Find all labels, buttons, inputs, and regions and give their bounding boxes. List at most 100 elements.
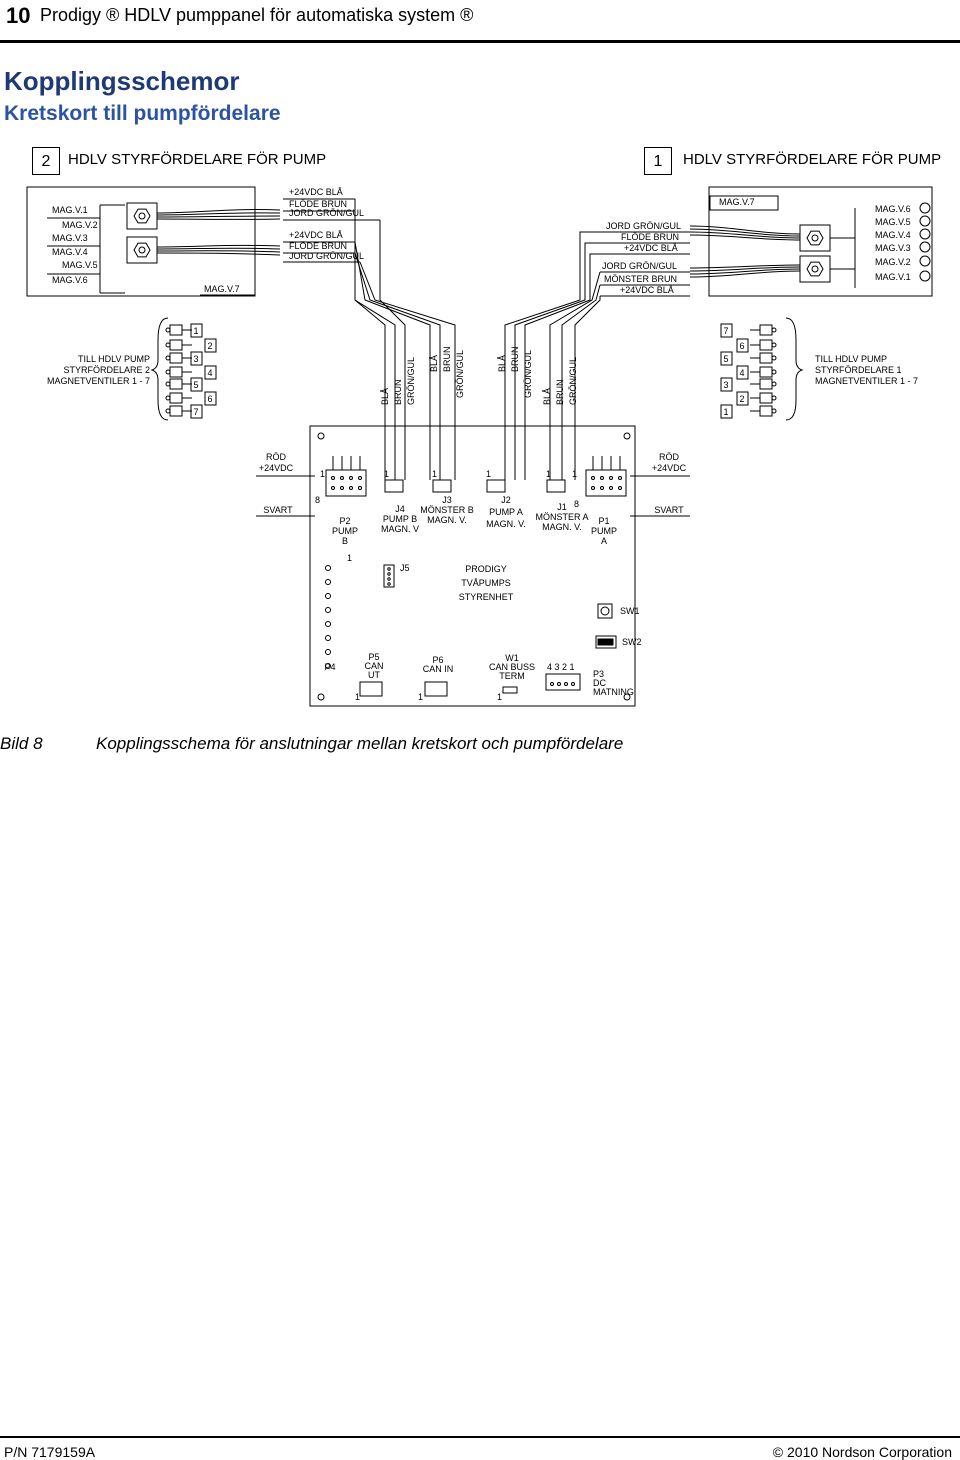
pin-end — [771, 355, 777, 361]
right-distributor-connector-pin — [759, 405, 773, 417]
j1-label: MÖNSTER A — [535, 512, 588, 522]
p4-terminal — [325, 565, 331, 571]
right-distributor-connector-num-box — [720, 351, 733, 366]
valve-indicator — [919, 202, 931, 214]
left-distributor-connector-number: 2 — [207, 341, 212, 351]
page-footer: P/N 7179159A © 2010 Nordson Corporation — [0, 1436, 960, 1460]
left-wire-label: FLÖDE BRUN — [289, 199, 347, 209]
valve-indicator — [919, 215, 931, 227]
pin-1-label: 1 — [320, 469, 325, 479]
p3-pin-numbers: 4 3 2 1 — [547, 662, 575, 672]
right-wire-label: MÖNSTER BRUN — [604, 274, 677, 284]
left-distributor-connector-pin — [169, 405, 183, 417]
sw1-label: SW1 — [620, 606, 640, 616]
right-distributor-connector-number: 1 — [723, 407, 728, 417]
left-distributor-connector-number: 5 — [193, 380, 198, 390]
left-wire — [156, 212, 281, 216]
vertical-wire-label: GRÖN/GUL — [455, 350, 465, 398]
pin-8-label: 8 — [574, 499, 579, 509]
part-number: P/N 7179159A — [4, 1444, 96, 1460]
j4-connector — [384, 479, 404, 493]
p4-terminal — [325, 607, 331, 613]
pin-8-label: 8 — [315, 495, 320, 505]
pin-1-label: 1 — [546, 469, 551, 479]
copyright: © 2010 Nordson Corporation — [772, 1444, 952, 1460]
right-distributor-connector-num-box — [720, 404, 733, 419]
p4-terminal — [325, 579, 331, 585]
pin-1-label: 1 — [497, 692, 502, 702]
right-distributor-label: HDLV STYRFÖRDELARE FÖR PUMP — [683, 151, 942, 168]
pin — [340, 476, 344, 480]
right-valve-label: MAG.V.1 — [875, 272, 911, 282]
dip-lever — [597, 638, 602, 646]
left-valve-label: MAG.V.1 — [52, 205, 88, 215]
left-connector-1 — [126, 202, 158, 230]
right-brace — [785, 317, 804, 421]
right-distributor-connector-num-box — [736, 338, 749, 353]
w1-label: TERM — [499, 671, 525, 681]
j2-label: MAGN. V. — [486, 519, 526, 529]
right-distributor-connector-pin — [759, 339, 773, 351]
wire-brown-left-a — [354, 211, 396, 420]
vertical-wire-label: BRUN — [555, 379, 565, 405]
black-wire-label: SVART — [263, 505, 293, 515]
pin — [618, 476, 622, 480]
vertical-wire-label: BLÅ — [497, 355, 507, 372]
left-distributor-connector-pin — [169, 339, 183, 351]
p1-label: P1 — [598, 516, 609, 526]
right-wire-label: +24VDC BLÅ — [624, 243, 678, 253]
left-wire-label: +24VDC BLÅ — [289, 230, 343, 240]
valve-indicator — [919, 255, 931, 267]
left-valve-label: MAG.V.2 — [62, 220, 98, 230]
p2-label: P2 — [339, 516, 350, 526]
pin-end — [771, 395, 777, 401]
pin-end — [771, 342, 777, 348]
left-valve-7-label: MAG.V.7 — [204, 284, 240, 294]
pin-end — [165, 355, 171, 361]
j3-label: J3 — [442, 495, 452, 505]
valve-indicator — [919, 270, 931, 282]
vertical-wire-label: BLÅ — [542, 388, 552, 405]
w1-label: W1 — [505, 653, 519, 663]
j3-label: MAGN. V. — [427, 515, 467, 525]
right-distributor-connector-number: 6 — [739, 341, 744, 351]
pin-end — [165, 342, 171, 348]
right-wire — [689, 231, 801, 239]
mount-hole — [317, 432, 325, 440]
right-distributor-connector-number: 2 — [739, 394, 744, 404]
left-distributor-connector-pin — [169, 366, 183, 378]
wire-brown-right-b — [561, 284, 601, 420]
left-valve-label: MAG.V.4 — [52, 247, 88, 257]
right-distributor-connector-pin — [759, 392, 773, 404]
pin — [331, 486, 335, 490]
pin-1-label: 1 — [347, 553, 352, 563]
pin — [349, 476, 353, 480]
left-wire — [156, 252, 281, 256]
wire-brown-left-b — [354, 252, 441, 420]
pin — [387, 577, 391, 581]
wire-brown-right-a — [514, 242, 600, 420]
pin — [600, 476, 604, 480]
p3-label: MATNING — [593, 687, 634, 697]
right-valve-7-box — [709, 195, 779, 211]
pin-end — [771, 369, 777, 375]
vertical-wire-label: GRÖN/GUL — [406, 357, 416, 405]
p1-header — [585, 469, 627, 497]
right-distributor-connector-pin — [759, 378, 773, 390]
dip-lever — [609, 638, 614, 646]
vertical-wire-label: BRUN — [510, 346, 520, 372]
p5-label: CAN — [364, 661, 383, 671]
right-distributor-connector-number: 5 — [723, 354, 728, 364]
mount-hole — [317, 693, 325, 701]
section-heading: Kopplingsschemor — [4, 66, 240, 96]
controller-label: PRODIGY — [465, 564, 507, 574]
right-wire — [689, 268, 801, 275]
p4-terminal — [325, 635, 331, 641]
left-manifold-box — [26, 186, 256, 297]
left-distributor-connector-num-box — [204, 365, 217, 380]
right-wire — [689, 264, 801, 269]
pin-end — [771, 327, 777, 333]
w1-jumper — [502, 686, 518, 694]
pin — [591, 486, 595, 490]
left-distributor-connector-num-box — [190, 377, 203, 392]
